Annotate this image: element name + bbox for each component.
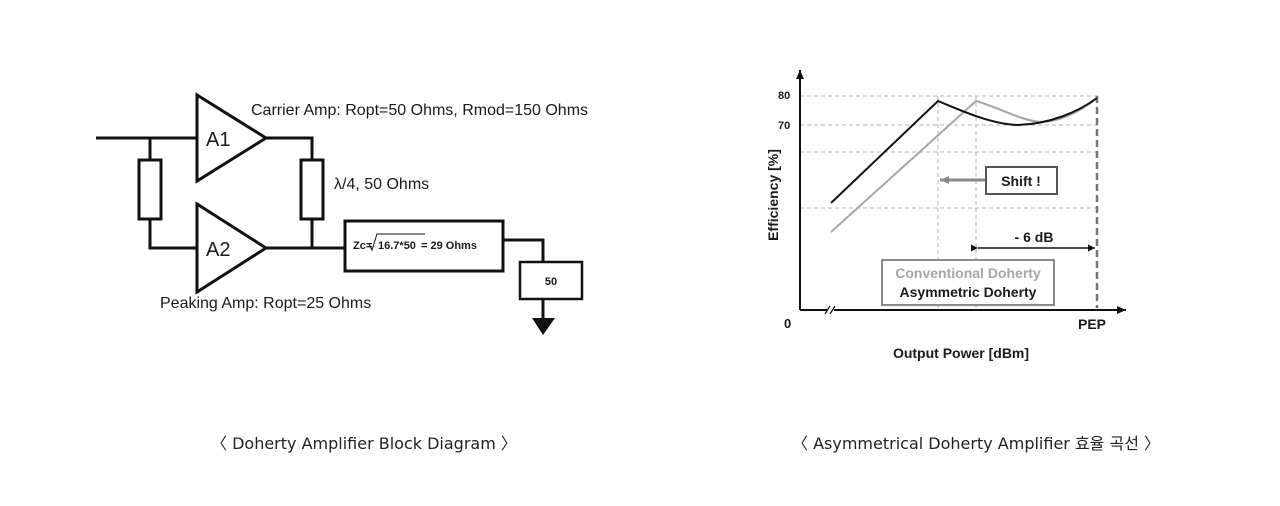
input-resistor	[137, 158, 163, 221]
shift-label: Shift !	[1001, 173, 1041, 189]
peaking-amp-label: Peaking Amp: Ropt=25 Ohms	[160, 295, 371, 312]
shift-box	[985, 166, 1058, 195]
pep-label: PEP	[1078, 316, 1106, 332]
efficiency-chart: 80 70 0 PEP Efficiency [%] Output Power …	[765, 70, 1126, 361]
ytick-70: 70	[778, 120, 790, 132]
carrier-amp-label: Carrier Amp: Ropt=50 Ohms, Rmod=150 Ohms	[251, 102, 588, 119]
caption-block-diagram: 〈 Doherty Amplifier Block Diagram 〉	[211, 434, 517, 453]
legend-asymmetric: Asymmetric Doherty	[900, 284, 1037, 300]
quarter-wave-line	[299, 158, 325, 221]
figure-canvas: A1 A2 Zc= 16.7*50 = 29 Ohms 50 Carrier A…	[96, 70, 1126, 361]
ground-arrow-icon	[532, 318, 555, 335]
caption-efficiency-curve: 〈 Asymmetrical Doherty Amplifier 효율 곡선 〉	[792, 434, 1160, 453]
zc-result: = 29 Ohms	[421, 240, 477, 252]
carrier-amplifier-a1	[195, 92, 269, 184]
legend-conventional: Conventional Doherty	[895, 265, 1041, 281]
axis-break-gap	[827, 305, 834, 315]
origin-label: 0	[784, 316, 791, 331]
circuit-wires	[96, 136, 545, 320]
amp-a1-label: A1	[206, 129, 230, 151]
zc-prefix: Zc=	[353, 240, 372, 252]
y-axis-label: Efficiency [%]	[765, 149, 781, 241]
legend-box	[881, 259, 1055, 306]
sqrt-sign	[368, 233, 425, 252]
load-box	[518, 260, 584, 301]
ytick-80: 80	[778, 90, 790, 102]
backoff-label: - 6 dB	[1015, 229, 1054, 245]
amp-a2-label: A2	[206, 239, 230, 261]
asymmetric-doherty-curve	[830, 97, 1098, 204]
peaking-amplifier-a2	[195, 201, 269, 295]
doherty-block-diagram: A1 A2 Zc= 16.7*50 = 29 Ohms 50 Carrier A…	[96, 92, 588, 335]
zc-radicand: 16.7*50	[378, 240, 416, 252]
impedance-transformer-box	[343, 219, 505, 273]
x-axis-label: Output Power [dBm]	[893, 345, 1029, 361]
load-label: 50	[545, 276, 557, 288]
quarter-wave-label: λ/4, 50 Ohms	[334, 176, 429, 193]
axis-break-mark	[824, 305, 836, 315]
